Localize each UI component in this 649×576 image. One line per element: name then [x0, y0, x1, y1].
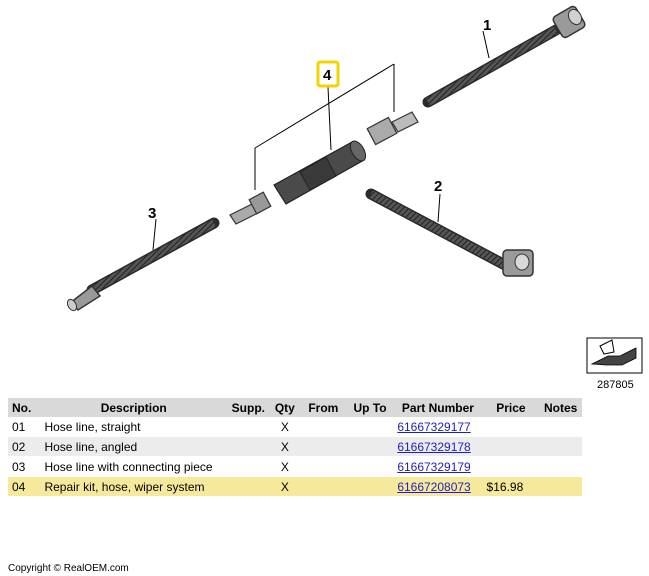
- cell-supp: [227, 476, 270, 497]
- part-1-hose-straight[interactable]: [422, 5, 586, 108]
- parts-table: No. Description Supp. Qty From Up To Par…: [8, 398, 582, 497]
- cell-description: Hose line, angled: [40, 436, 228, 457]
- diagram-reference-number: 287805: [597, 379, 634, 391]
- cell-from: [300, 476, 347, 497]
- header-supp: Supp.: [227, 398, 270, 417]
- cell-no: 01: [8, 417, 41, 437]
- cell-supp: [227, 436, 270, 457]
- callout-2: 2: [434, 178, 442, 195]
- cell-from: [300, 456, 347, 477]
- callout-1: 1: [483, 17, 491, 34]
- table-header-row: No. Description Supp. Qty From Up To Par…: [8, 398, 582, 417]
- cell-qty: X: [269, 456, 301, 477]
- cell-qty: X: [269, 476, 301, 497]
- cell-no: 02: [8, 436, 41, 457]
- table-row: 03 Hose line with connecting piece X 616…: [8, 456, 582, 477]
- callout-3: 3: [148, 205, 156, 222]
- part-number-link[interactable]: 61667329179: [397, 459, 471, 474]
- header-price: Price: [482, 398, 540, 417]
- cell-from: [300, 417, 347, 437]
- cell-notes: [539, 476, 582, 497]
- part-number-link[interactable]: 61667329178: [397, 439, 471, 454]
- part-3-hose-connecting[interactable]: [66, 217, 220, 312]
- cell-upto: [346, 456, 394, 477]
- header-part-number: Part Number: [393, 398, 483, 417]
- header-from: From: [300, 398, 347, 417]
- cell-upto: [346, 436, 394, 457]
- cell-no: 04: [8, 476, 41, 497]
- table-row: 01 Hose line, straight X 61667329177: [8, 417, 582, 437]
- copyright-text: Copyright © RealOEM.com: [8, 563, 129, 574]
- cell-supp: [227, 417, 270, 437]
- header-description: Description: [40, 398, 228, 417]
- parts-diagram: 1 2 3 4 287805: [66, 5, 643, 391]
- cell-description: Hose line with connecting piece: [40, 456, 228, 477]
- part-4-repair-kit[interactable]: [229, 60, 419, 225]
- cell-upto: [346, 476, 394, 497]
- cell-notes: [539, 436, 582, 457]
- cell-part-number: 61667329178: [393, 436, 483, 457]
- cell-qty: X: [269, 436, 301, 457]
- callout-4: 4: [323, 67, 332, 84]
- header-qty: Qty: [269, 398, 301, 417]
- cell-notes: [539, 417, 582, 437]
- cell-description: Hose line, straight: [40, 417, 228, 437]
- table-row: 02 Hose line, angled X 61667329178: [8, 436, 582, 457]
- cell-price: [482, 456, 540, 477]
- table-row-highlighted: 04 Repair kit, hose, wiper system X 6166…: [8, 476, 582, 497]
- cell-upto: [346, 417, 394, 437]
- header-notes: Notes: [539, 398, 582, 417]
- cell-price: $16.98: [482, 476, 540, 497]
- cell-from: [300, 436, 347, 457]
- part-number-link[interactable]: 61667208073: [397, 479, 471, 494]
- cell-description: Repair kit, hose, wiper system: [40, 476, 228, 497]
- cell-no: 03: [8, 456, 41, 477]
- header-upto: Up To: [346, 398, 394, 417]
- cell-qty: X: [269, 417, 301, 437]
- diagram-reference-icon: [586, 337, 643, 374]
- part-2-hose-angled[interactable]: [365, 188, 534, 277]
- cell-price: [482, 417, 540, 437]
- cell-notes: [539, 456, 582, 477]
- part-number-link[interactable]: 61667329177: [397, 419, 471, 434]
- cell-supp: [227, 456, 270, 477]
- cell-part-number: 61667329179: [393, 456, 483, 477]
- cell-part-number: 61667208073: [393, 476, 483, 497]
- cell-part-number: 61667329177: [393, 417, 483, 437]
- cell-price: [482, 436, 540, 457]
- header-no: No.: [8, 398, 41, 417]
